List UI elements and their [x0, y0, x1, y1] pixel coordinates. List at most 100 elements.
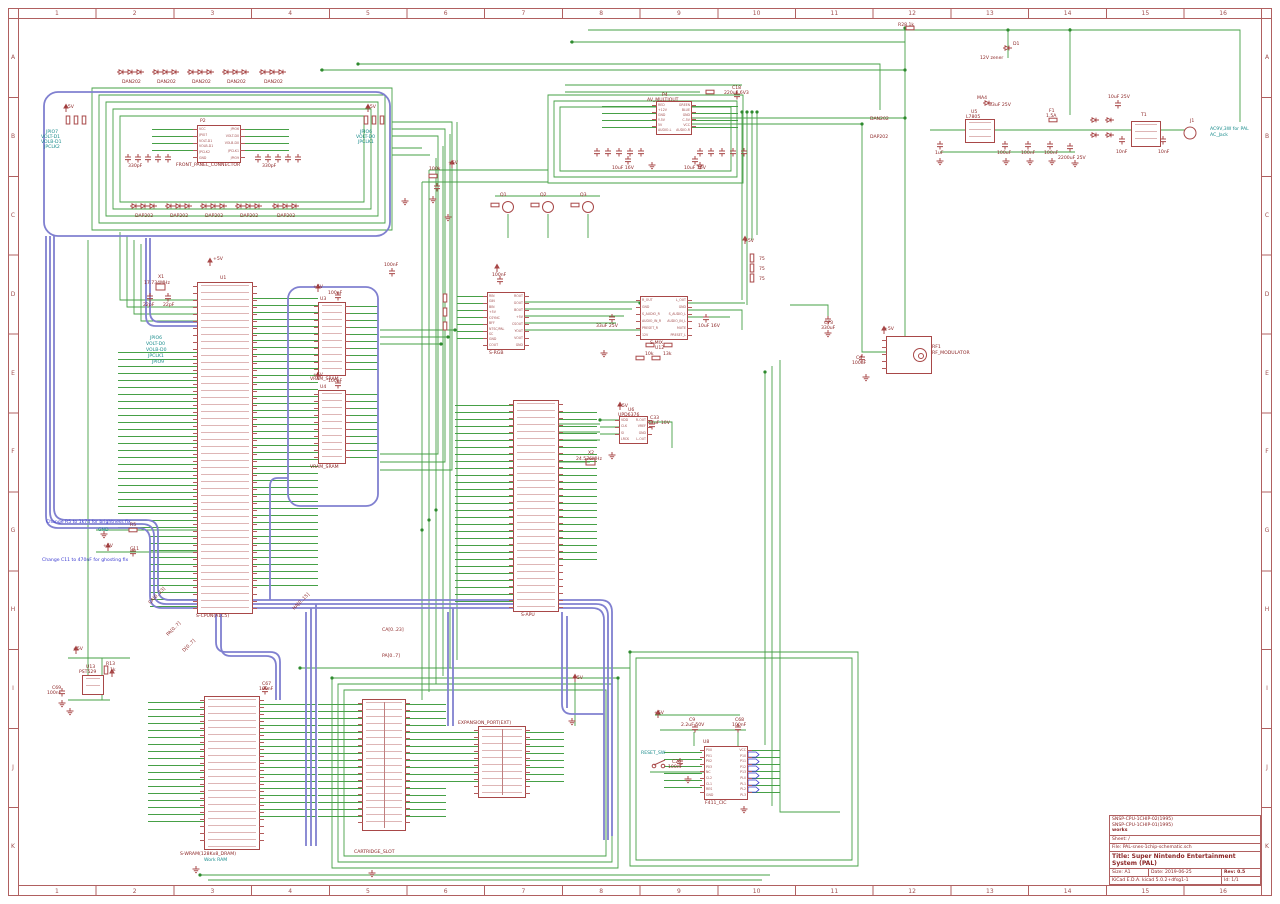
bus-wires	[43, 91, 613, 846]
pin-label: GND	[515, 342, 523, 347]
grid-label: H	[1264, 606, 1270, 614]
pin-label: P10	[740, 753, 746, 758]
annotation-label: R5	[130, 523, 137, 528]
grid-label: 16	[1219, 887, 1227, 895]
annotation-label: DAP202	[277, 214, 296, 219]
annotation-label: VRAM_SRAM	[310, 465, 339, 470]
annotation-label: C69	[52, 686, 62, 691]
pin-label: GND	[642, 304, 650, 309]
grid-label: 14	[1063, 887, 1072, 895]
annotation-label: Q2	[540, 193, 547, 198]
annotation-label: 10k	[645, 352, 654, 357]
grid-label: C	[10, 211, 16, 219]
annotation-label: PA[0..7]	[382, 654, 400, 659]
pin-label: VOLB-D0	[224, 141, 239, 146]
pin-label: MUTE	[676, 325, 686, 330]
annotation-label: +5V	[654, 711, 664, 716]
apu-right-wires	[557, 412, 597, 562]
annotation-label: 10uF 16V	[612, 166, 634, 171]
pin-label: +5V	[516, 314, 523, 319]
pin-label: RIN	[489, 294, 495, 298]
annotation-label: 100uF	[997, 151, 1012, 156]
pin-label: BLUE	[681, 107, 690, 112]
annotation-label: Q3	[580, 193, 587, 198]
pin-label: +12V	[658, 107, 667, 112]
rgb-left-wires	[457, 296, 487, 344]
annotation-label: VRAM_SRAM	[310, 377, 339, 382]
title-block-sheet: Sheet: /	[1110, 835, 1260, 843]
annotation-label: 330pF	[128, 164, 143, 169]
cpu-pin-rows	[201, 285, 249, 611]
grid-label: 6	[443, 9, 448, 17]
pin-label: P13	[740, 770, 746, 775]
pin-label: COUT	[489, 342, 499, 347]
grid-label: 12	[908, 9, 916, 17]
title-block-kicad-id: KiCad E.D.A. kicad 5.0.2+dfsg1-1 Id: 1/1	[1110, 876, 1260, 884]
annotation-label: C26	[672, 760, 682, 765]
apu-left-wires	[455, 405, 513, 605]
grid-label: D	[10, 290, 16, 298]
grid-label: 4	[288, 887, 293, 895]
annotation-label: 220uF 6V3	[724, 91, 749, 96]
annotation-label: 13k	[663, 352, 672, 357]
exp-left-wires	[434, 732, 478, 788]
annotation-label: DAN202	[157, 80, 176, 85]
title-block-size-date-rev: Size: A1 Date: 2019-06-25 Rev: 0.5	[1110, 868, 1260, 876]
fp-pins-right	[240, 129, 245, 159]
grid-label: K	[1265, 843, 1269, 851]
pin-label: PL2	[740, 787, 746, 792]
annotation-label: 10uF 16V	[684, 166, 706, 171]
annotation-label: +5V	[213, 257, 223, 262]
grid-label: 4	[288, 9, 293, 17]
annotation-label: UPD6376	[618, 413, 640, 418]
annotation-label: 1uF	[935, 151, 944, 156]
grid-label: 10	[752, 887, 761, 895]
annotation-label: 10nF	[1158, 150, 1170, 155]
annotation-label: 100nF	[668, 765, 683, 770]
annotation-label: 10uF 25V	[1108, 95, 1130, 100]
pin-label: AUDIO_IN_L	[667, 318, 686, 323]
annotation-label: +5V	[448, 161, 458, 166]
annotation-label: 10uF 16V	[698, 324, 720, 329]
annotation-label: DAP202	[240, 214, 259, 219]
pin-label: JPCLK2	[199, 150, 210, 154]
wram-left-wires	[148, 702, 204, 824]
annotation-label: S-APU	[521, 613, 535, 618]
grid-label: 5	[365, 887, 370, 895]
pin-label: P12	[740, 764, 746, 769]
annotation-label: AV_MULTIOUT	[647, 98, 679, 103]
cpu-left-wires	[118, 352, 197, 534]
annotation-label: DAP202	[205, 214, 224, 219]
annotation-label: S-CPUN(A1C5)	[196, 614, 230, 619]
rf-jack-icon	[913, 348, 927, 362]
pin-label: VOLT-D1	[199, 138, 213, 143]
pin-label: VDD	[621, 418, 629, 422]
grid-label: J	[1266, 764, 1268, 772]
pin-label: VOUT	[514, 335, 523, 340]
annotation-label: P4	[662, 93, 668, 98]
annotation-label: JPCLK1	[358, 140, 374, 145]
annotation-label: DAN202	[264, 80, 283, 85]
grid-label: 3	[210, 9, 215, 17]
annotation-label: DAN202	[122, 80, 141, 85]
pin-label: SI	[621, 430, 624, 435]
ic-vram-sram-1	[314, 302, 350, 376]
annotation-label: RF_MODULATOR	[932, 351, 970, 356]
grid-label: 9	[676, 887, 681, 895]
pin-label: PL0	[740, 775, 746, 780]
ic-transformer-t1	[1131, 121, 1161, 147]
ic-vram-sram-2	[314, 390, 350, 464]
grid-label: 10	[752, 9, 761, 17]
grid-label: 13	[986, 9, 994, 17]
annotation-label: 100nF	[1044, 151, 1059, 156]
pin-label: P02	[706, 759, 712, 764]
pin-label: C-5V	[682, 117, 690, 122]
pin-label: VOLB-D1	[199, 144, 214, 149]
grid-label: 12	[908, 887, 916, 895]
annotation-label: 100nF	[328, 291, 343, 296]
